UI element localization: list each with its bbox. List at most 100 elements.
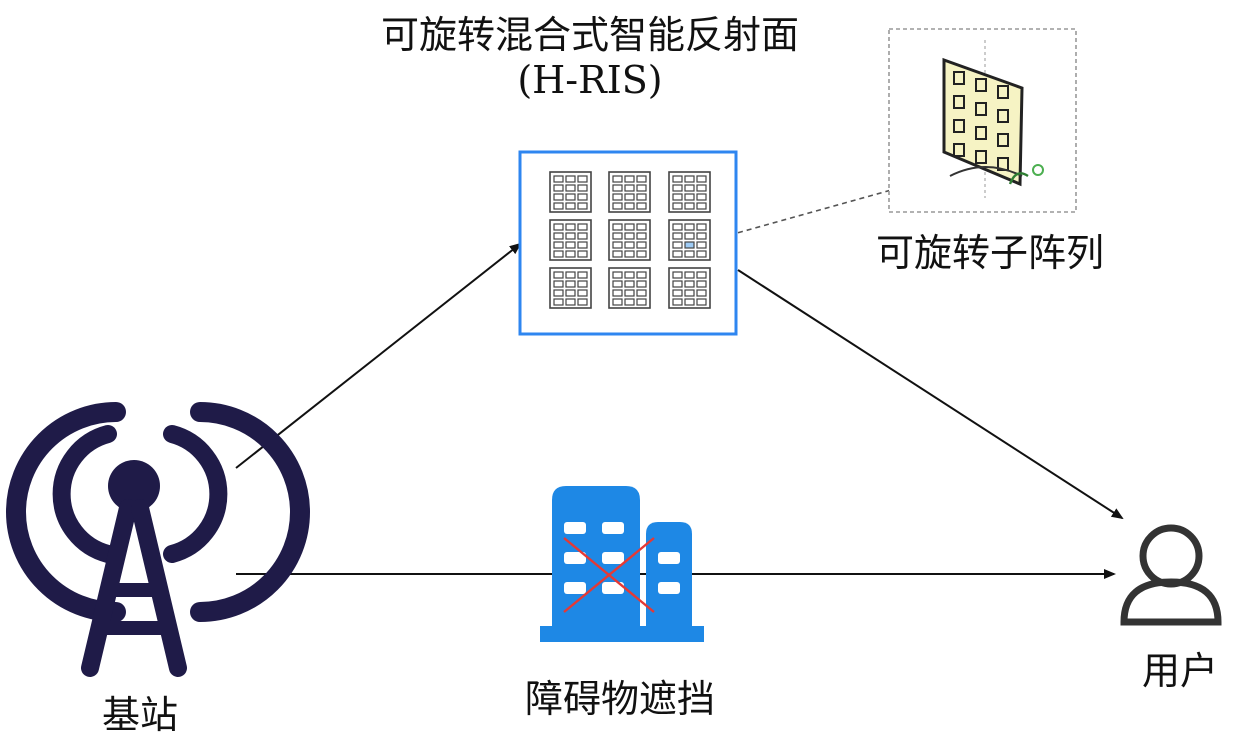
ris-element — [624, 280, 635, 288]
ris-element — [672, 298, 683, 306]
ris-element — [553, 202, 564, 210]
ris-element — [672, 223, 683, 231]
ris-element — [577, 298, 588, 306]
ris-element — [684, 202, 695, 210]
ris-element — [696, 271, 707, 279]
ris-element — [636, 271, 647, 279]
ris-element — [672, 280, 683, 288]
ris-abbreviation: (H-RIS) — [517, 58, 663, 102]
ris-element — [696, 175, 707, 183]
ris-element — [565, 202, 576, 210]
ris-element — [565, 223, 576, 231]
ris-element — [636, 298, 647, 306]
ris-element — [553, 232, 564, 240]
ris-element — [612, 175, 623, 183]
ris-element — [696, 202, 707, 210]
ris-element — [553, 241, 564, 249]
ris-element — [565, 241, 576, 249]
ris-element — [624, 223, 635, 231]
ris-element — [612, 202, 623, 210]
ris-element — [624, 202, 635, 210]
ris-element — [612, 271, 623, 279]
ris-element — [577, 271, 588, 279]
ris-element — [636, 193, 647, 201]
ris-element — [672, 232, 683, 240]
ris-element — [565, 298, 576, 306]
ris-element — [672, 250, 683, 258]
ris-element — [672, 271, 683, 279]
subarray-element — [975, 150, 987, 164]
ris-element — [624, 193, 635, 201]
ris-element — [612, 193, 623, 201]
ris-element — [624, 184, 635, 192]
ris-element — [636, 280, 647, 288]
ris-element — [612, 223, 623, 231]
ris-element — [565, 193, 576, 201]
user-icon — [1120, 524, 1222, 626]
ris-element — [565, 271, 576, 279]
user-label: 用户 — [1141, 649, 1218, 693]
rotation-indicator-icon — [1008, 172, 1029, 185]
subarray-element — [953, 119, 965, 133]
ris-panel-icon — [942, 57, 1024, 187]
building-icon — [540, 486, 704, 642]
ris-element — [624, 271, 635, 279]
ris-element — [696, 298, 707, 306]
ris-element — [696, 280, 707, 288]
ris-element — [553, 289, 564, 297]
obstacle-label: 障碍物遮挡 — [524, 677, 715, 721]
base-station-label: 基站 — [101, 693, 178, 737]
ris-element — [672, 202, 683, 210]
ris-element — [565, 289, 576, 297]
ris-element — [624, 250, 635, 258]
ris-element — [696, 241, 707, 249]
subarray-element — [953, 143, 965, 157]
ris-element — [684, 223, 695, 231]
ris-element — [612, 184, 623, 192]
subarray-element — [975, 126, 987, 140]
rotation-dot-icon — [1032, 164, 1044, 176]
subarray-element — [953, 95, 965, 109]
ris-element — [577, 202, 588, 210]
ris-element — [684, 289, 695, 297]
ris-element — [684, 241, 695, 249]
ris-element — [577, 193, 588, 201]
ris-element — [553, 223, 564, 231]
ris-element — [636, 289, 647, 297]
ris-element — [577, 175, 588, 183]
ris-element — [672, 289, 683, 297]
ris-element — [624, 241, 635, 249]
subarray-element — [997, 133, 1009, 147]
ris-element — [565, 232, 576, 240]
ris-element — [636, 184, 647, 192]
ris-element — [565, 250, 576, 258]
ris-element — [624, 298, 635, 306]
subarray-element — [997, 109, 1009, 123]
ris-element — [672, 241, 683, 249]
base-station-tower-icon — [6, 402, 310, 677]
ris-element — [577, 280, 588, 288]
ris-element — [553, 184, 564, 192]
ris-element — [577, 223, 588, 231]
ris-element — [612, 232, 623, 240]
ris-to-user-link — [737, 269, 1124, 520]
ris-element — [636, 202, 647, 210]
ris-element — [696, 250, 707, 258]
ris-element — [684, 280, 695, 288]
ris-element — [696, 184, 707, 192]
ris-element — [684, 193, 695, 201]
ris-element — [565, 280, 576, 288]
ris-element — [684, 175, 695, 183]
ris-element — [636, 223, 647, 231]
ris-element — [553, 271, 564, 279]
ris-element — [577, 232, 588, 240]
rotation-arrow-icon — [949, 166, 1023, 177]
ris-element — [612, 280, 623, 288]
ris-element — [684, 250, 695, 258]
subarray-element — [975, 78, 987, 92]
ris-element — [672, 184, 683, 192]
ris-element — [553, 280, 564, 288]
ris-element — [684, 298, 695, 306]
ris-element — [577, 289, 588, 297]
